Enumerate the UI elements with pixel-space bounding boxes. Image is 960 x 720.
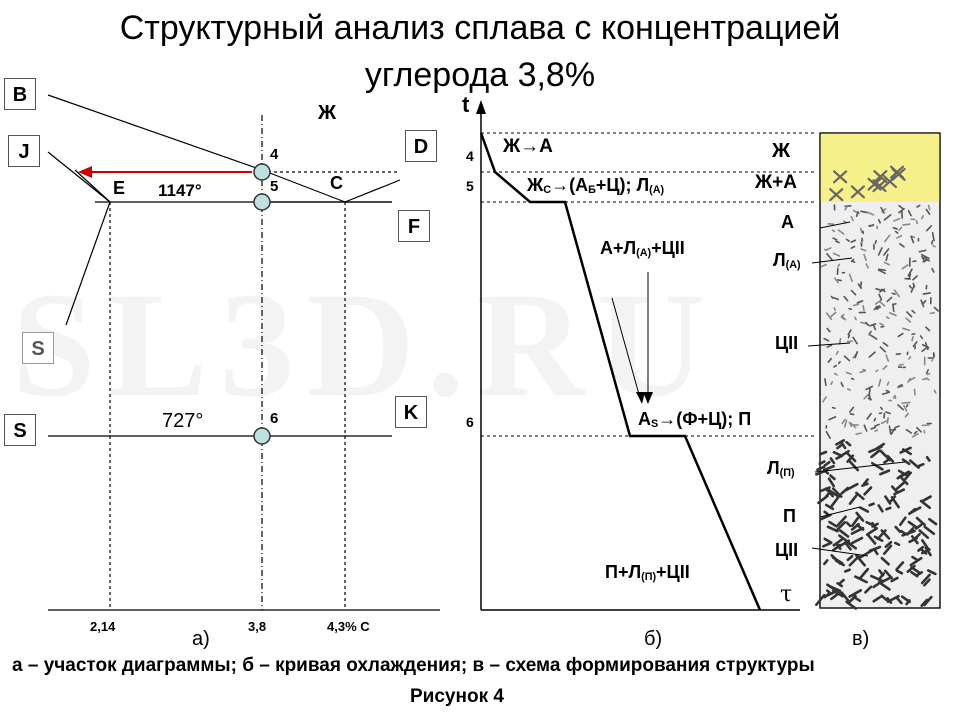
point-label-f: F xyxy=(398,210,430,242)
label-eutectoid-reaction: АS→(Ф+Ц); П xyxy=(638,409,752,430)
cooling-curve-b xyxy=(476,100,815,611)
point-label-j: J xyxy=(8,135,40,167)
scheme-liquid-label: Ж xyxy=(772,140,791,162)
liquid-label: Ж xyxy=(318,102,337,124)
label-final-structure: П+Л(П)+ЦII xyxy=(605,562,690,583)
figure-number: Рисунок 4 xyxy=(410,686,504,707)
scheme-label-cementite-2: ЦII xyxy=(775,540,799,560)
scheme-label-pearlite: П xyxy=(783,506,796,526)
figure-caption: а – участок диаграммы; б – кривая охлажд… xyxy=(12,655,815,676)
structure-scheme-c xyxy=(807,132,941,610)
point-label-k: K xyxy=(395,396,427,428)
x-tick-2-14: 2,14 xyxy=(90,619,116,634)
red-arrow xyxy=(78,166,252,178)
y-mark-4: 4 xyxy=(466,148,474,164)
x-tick-4-3: 4,3% С xyxy=(327,619,370,634)
panel-label-a: а) xyxy=(192,628,210,650)
point-5-label: 5 xyxy=(270,178,279,195)
title-line-2: углерода 3,8% xyxy=(364,56,596,94)
point-label-s-grey: S xyxy=(22,332,54,364)
scheme-two-phase-label: Ж+А xyxy=(755,172,797,193)
y-mark-6: 6 xyxy=(466,414,474,430)
axis-t-label: t xyxy=(462,92,470,117)
point-label-d: D xyxy=(405,130,437,162)
point-label-b: B xyxy=(4,78,36,110)
point-6-marker xyxy=(253,427,271,445)
label-mid-structure: А+Л(А)+ЦII xyxy=(600,238,685,259)
point-5-marker xyxy=(253,193,271,211)
panel-label-b: б) xyxy=(644,628,663,650)
y-mark-5: 5 xyxy=(466,178,474,194)
eutectic-temp: 1147° xyxy=(158,181,202,200)
label-l-to-a: Ж→А xyxy=(503,136,553,157)
point-label-s: S xyxy=(4,414,36,446)
eutectoid-temp: 727° xyxy=(162,410,204,432)
label-eutectic-reaction: ЖС→(АБ+Ц); Л(А) xyxy=(527,175,665,196)
point-4-label: 4 xyxy=(270,146,279,163)
x-tick-3-8: 3,8 xyxy=(248,619,267,634)
point-4-marker xyxy=(253,163,271,181)
point-label-e: E xyxy=(113,178,126,198)
scheme-label-austenite: А xyxy=(781,212,794,232)
scheme-label-ledeburite-p: Л(П) xyxy=(767,458,795,479)
scheme-label-ledeburite-a: Л(А) xyxy=(773,250,801,271)
panel-label-c: в) xyxy=(852,628,870,650)
point-6-label: 6 xyxy=(270,410,279,427)
scheme-label-cementite-1: ЦII xyxy=(775,333,799,353)
point-label-c: C xyxy=(330,173,343,193)
watermark-text: SL3D.RU xyxy=(12,262,717,428)
title-line-1: Структурный анализ сплава с концентрацие… xyxy=(119,9,841,47)
axis-tau-label: τ xyxy=(780,582,793,607)
